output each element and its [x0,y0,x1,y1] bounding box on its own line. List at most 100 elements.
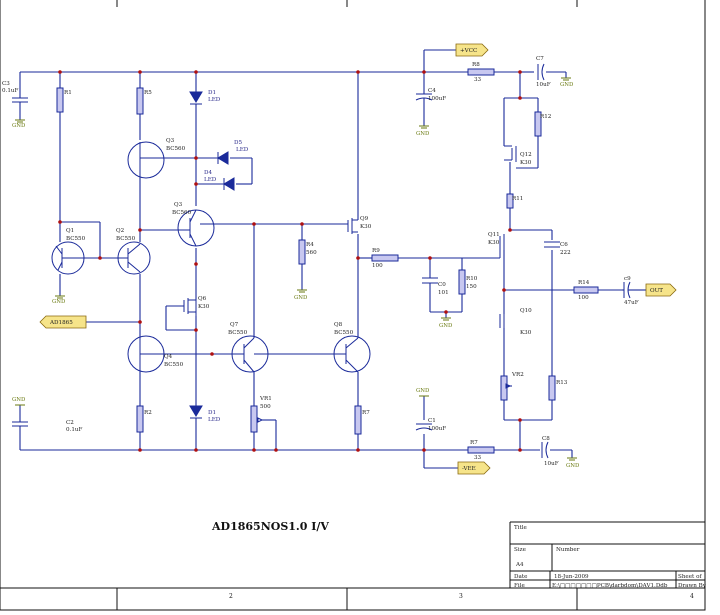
svg-text:GND: GND [439,323,453,329]
resistor-r12: R12 [534,111,552,137]
svg-text:AD1865: AD1865 [49,320,73,326]
gnd-c8: GND [566,457,580,469]
svg-text:R7: R7 [470,440,478,446]
svg-text:47uF: 47uF [624,300,639,306]
svg-text:Q3: Q3 [166,138,175,144]
svg-text:D1: D1 [208,410,216,416]
svg-text:R9: R9 [372,248,380,254]
svg-text:LED: LED [208,97,221,103]
potentiometer-vr2: VR2 [500,372,524,401]
svg-text:R4: R4 [306,242,314,248]
svg-text:560: 560 [306,250,317,256]
svg-text:0.1uF: 0.1uF [66,427,82,433]
resistor-r2: R2 [136,405,152,433]
svg-text:D5: D5 [234,140,242,146]
resistor-r7: R7 33 [467,440,495,461]
svg-text:100: 100 [578,295,589,301]
svg-text:C0: C0 [438,282,446,288]
tb-date-label: Date [514,574,528,580]
tb-sheet-label: Sheet of [678,574,702,580]
tb-title-label: Title [514,525,528,531]
gnd-c1: GND [416,388,430,397]
svg-text:R13: R13 [556,380,568,386]
svg-text:K30: K30 [520,160,532,166]
svg-text:500: 500 [260,404,271,410]
svg-text:K30: K30 [520,330,532,336]
svg-text:Q6: Q6 [198,296,207,302]
resistor-r14: R14 100 [573,280,599,301]
ground-symbols: GND GND GND GND GND GND GND GND GND [12,77,580,469]
svg-text:GND: GND [12,123,26,129]
svg-text:R10: R10 [466,276,478,282]
svg-text:GND: GND [12,397,26,403]
gnd-c2: GND [12,397,26,406]
svg-text:BC550: BC550 [116,236,136,242]
svg-text:R1: R1 [64,90,72,96]
gnd-c0: GND [439,317,453,329]
svg-text:101: 101 [438,290,449,296]
svg-text:LED: LED [204,177,217,183]
svg-text:BC560: BC560 [166,146,186,152]
schematic-title: AD1865NOS1.0 I/V [211,520,329,533]
svg-text:Q1: Q1 [66,228,74,234]
svg-text:C7: C7 [536,56,544,62]
svg-text:0.1uF: 0.1uF [2,88,18,94]
svg-text:100uF: 100uF [428,96,446,102]
svg-text:+VCC: +VCC [460,48,477,54]
svg-text:33: 33 [474,455,482,461]
svg-text:LED: LED [208,417,221,423]
svg-text:BC550: BC550 [66,236,86,242]
svg-text:K30: K30 [488,240,500,246]
svg-text:R8: R8 [472,62,480,68]
svg-text:VR2: VR2 [511,372,524,378]
svg-text:BC560: BC560 [172,210,192,216]
svg-text:100uF: 100uF [428,426,446,432]
resistor-r5: R5 [136,87,152,115]
capacitor-c2: C20.1uF [12,418,82,433]
resistor-r13: R13 [548,375,568,401]
svg-text:GND: GND [560,82,574,88]
wires [19,49,646,469]
title-block: Title Size A4 Number Date 18-Jun-2009 Fi… [509,521,707,589]
zone-label-3: 3 [459,593,463,600]
svg-text:Q7: Q7 [230,322,239,328]
port-out: OUT [645,283,677,297]
svg-text:R11: R11 [512,196,523,202]
svg-text:R14: R14 [578,280,590,286]
svg-text:Q11: Q11 [488,232,500,238]
port-vee: -VEE [457,461,491,475]
svg-text:Q9: Q9 [360,216,369,222]
svg-text:LED: LED [236,147,249,153]
tb-size-label: Size [514,547,527,553]
tb-size-value: A4 [515,562,524,568]
gnd-c3: GND [12,119,26,129]
svg-text:Q12: Q12 [520,152,532,158]
sheet-border: 2 3 4 [0,0,706,611]
port-ad1865: AD1865 [39,315,87,329]
zone-label-2: 2 [229,593,233,600]
svg-text:GND: GND [416,388,430,394]
tb-drawn-label: Drawn By [678,583,707,589]
svg-text:GND: GND [566,463,580,469]
svg-text:GND: GND [52,299,66,305]
gnd-c4: GND [416,125,430,137]
